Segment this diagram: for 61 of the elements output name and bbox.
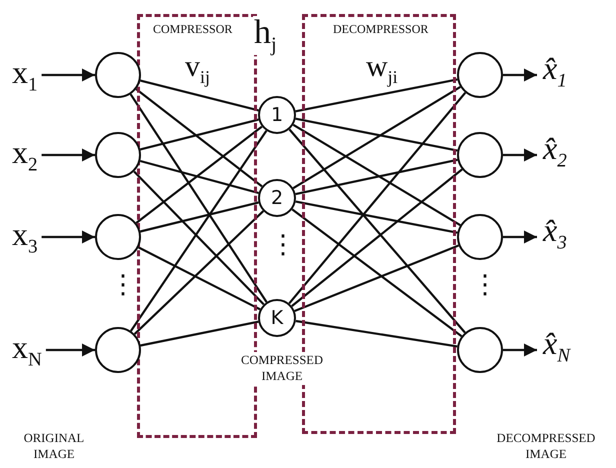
- connection-line: [130, 130, 268, 332]
- connection-line: [136, 88, 263, 188]
- layer-caption: DECOMPRESSED IMAGE: [496, 430, 596, 462]
- connection-line: [295, 158, 458, 196]
- neuron-circle: [95, 214, 141, 260]
- arrow: [503, 230, 537, 244]
- connection-line: [136, 126, 263, 224]
- section-heading: DECOMPRESSOR: [333, 22, 428, 37]
- neuron-circle: [95, 52, 141, 98]
- connection-line: [295, 78, 458, 112]
- connection-line: [288, 92, 466, 304]
- arrow: [503, 68, 537, 82]
- arrow: [46, 343, 95, 357]
- variable-label: x̂$_{2}$: [543, 132, 567, 170]
- connection-line: [296, 200, 458, 234]
- connection-line: [140, 201, 259, 233]
- weight-label: w$_{ji}$: [366, 52, 398, 86]
- arrow: [503, 148, 537, 162]
- variable-label: x̂$_{N}$: [543, 326, 570, 366]
- arrow: [42, 148, 95, 162]
- connection-line: [138, 246, 261, 310]
- hidden-layer-label: h$_{j}$: [253, 16, 278, 56]
- arrow: [503, 343, 537, 357]
- connection-line: [295, 118, 458, 152]
- connection-line: [130, 94, 268, 303]
- neuron-circle: [95, 327, 141, 373]
- connection-line: [288, 128, 466, 334]
- connection-line: [292, 208, 462, 338]
- variable-label: x$_{2}$: [12, 136, 38, 174]
- connection-line: [140, 80, 259, 112]
- variable-label: x$_{N}$: [12, 330, 42, 370]
- ellipsis: ⋮: [110, 272, 136, 298]
- weight-label: v$_{ij}$: [185, 52, 210, 86]
- ellipsis: ⋮: [270, 232, 296, 258]
- variable-label: x̂$_{1}$: [543, 52, 567, 90]
- variable-label: x̂$_{3}$: [543, 214, 567, 252]
- variable-label: x$_{1}$: [12, 56, 38, 94]
- neuron-circle: 1: [258, 96, 296, 134]
- neuron-circle: [457, 214, 503, 260]
- connection-line: [134, 210, 264, 335]
- section-heading: COMPRESSOR: [153, 22, 232, 37]
- connection-line: [140, 320, 259, 347]
- variable-label: x$_{3}$: [12, 218, 38, 256]
- neuron-circle: K: [258, 299, 296, 337]
- connection-line: [292, 124, 461, 226]
- connection-line: [294, 244, 459, 312]
- neuron-circle: [457, 52, 503, 98]
- layer-caption: ORIGINAL IMAGE: [22, 430, 86, 462]
- connection-line: [133, 170, 264, 306]
- neuron-circle: [457, 327, 503, 373]
- neuron-circle: [95, 132, 141, 178]
- neuron-circle: [457, 132, 503, 178]
- connection-line: [296, 320, 458, 348]
- connection-line: [292, 86, 461, 190]
- connection-line: [140, 160, 259, 194]
- ellipsis: ⋮: [472, 272, 498, 298]
- arrow: [42, 230, 95, 244]
- neuron-circle: 2: [258, 179, 296, 217]
- connection-line: [140, 118, 259, 150]
- connection-line: [291, 168, 463, 307]
- arrow: [42, 68, 95, 82]
